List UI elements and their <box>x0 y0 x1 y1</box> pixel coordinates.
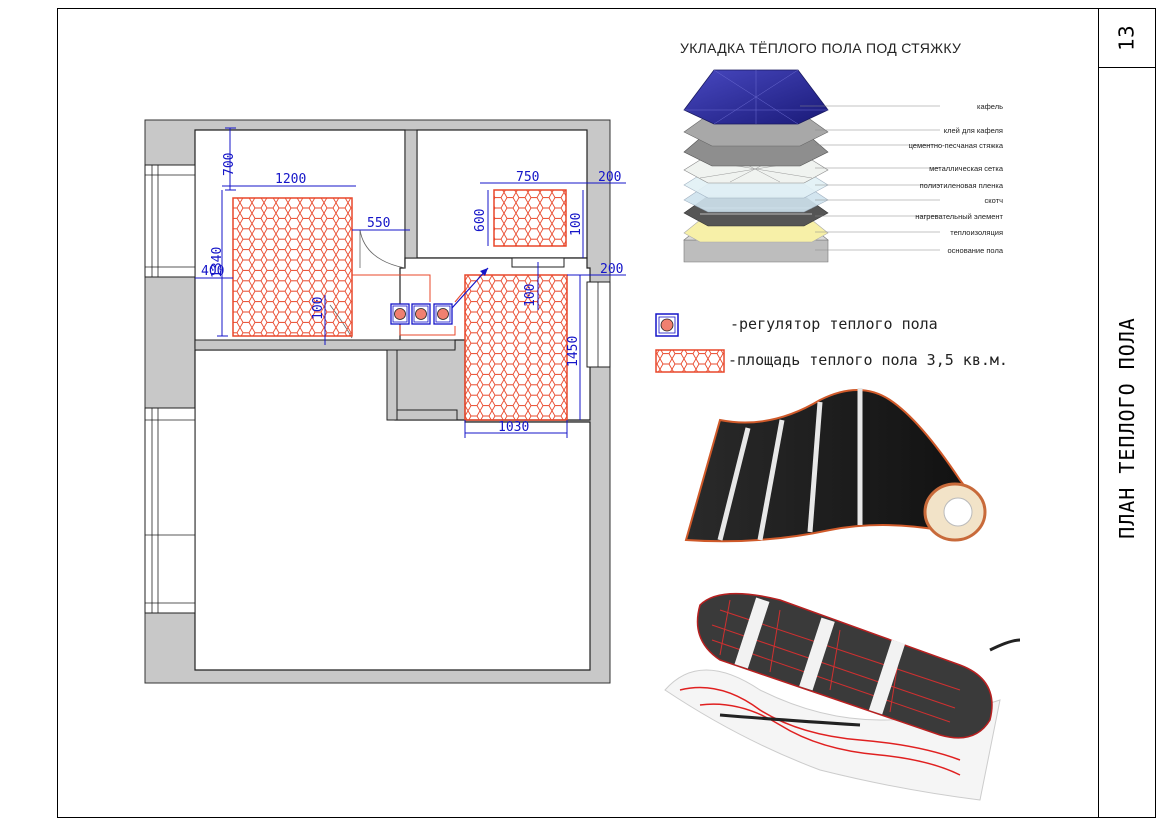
heating-area-toilet <box>493 189 567 247</box>
heating-area-bathroom <box>232 197 353 337</box>
partition-d <box>396 409 458 421</box>
regulator-2 <box>411 303 431 325</box>
regulator-3 <box>433 303 453 325</box>
dim-400: 400 <box>201 264 224 279</box>
layer-label-screed: цементно-песчаная стяжка <box>909 141 1004 150</box>
layer-label-heating: нагревательный элемент <box>915 212 1003 221</box>
partition-c <box>386 349 398 421</box>
window-left-top <box>144 164 196 278</box>
dim-1340: 1340 <box>210 247 225 278</box>
heating-mat-image <box>664 592 1021 801</box>
heating-area-corridor <box>464 274 568 421</box>
dim-550: 550 <box>367 216 390 231</box>
dim-200-top: 200 <box>598 170 621 185</box>
door-swing <box>359 229 406 269</box>
dim-700: 700 <box>222 153 237 176</box>
heating-film-image <box>684 388 987 543</box>
legend-area-label: -площадь теплого пола 3,5 кв.м. <box>728 351 1008 369</box>
layer-label-insulation: теплоизоляция <box>950 228 1003 237</box>
dim-100-toilet: 100 <box>569 213 584 236</box>
layer-label-tape: скотч <box>985 196 1004 205</box>
layer-stack: кафель клей для кафеля цементно-песчаная… <box>683 69 1004 263</box>
dim-600: 600 <box>473 209 488 232</box>
mat-roll <box>696 592 993 739</box>
regulator-1 <box>390 303 410 325</box>
layer-label-film: полиэтиленовая пленка <box>920 181 1004 190</box>
title-block: 13 ПЛАН ТЕПЛОГО ПОЛА <box>1098 8 1156 818</box>
dim-1030: 1030 <box>498 420 529 435</box>
layer-label-adhesive: клей для кафеля <box>944 126 1003 135</box>
partition-a <box>404 129 418 259</box>
layer-base <box>683 239 829 263</box>
window-right <box>586 281 611 368</box>
page-number-cell: 13 <box>1099 8 1155 68</box>
layer-label-base: основание пола <box>947 246 1003 255</box>
dim-200-corridor: 200 <box>600 262 623 277</box>
regulators <box>390 267 489 325</box>
layer-label-mesh: металлическая сетка <box>929 164 1004 173</box>
wiring <box>352 274 466 336</box>
legend-regulator-label: -регулятор теплого пола <box>730 315 938 333</box>
legend-regulator-icon <box>655 313 679 337</box>
dim-750: 750 <box>516 170 539 185</box>
legend <box>655 313 725 373</box>
dim-100-corridor: 100 <box>523 284 538 307</box>
window-left-bottom <box>144 407 196 614</box>
dim-1200: 1200 <box>275 172 306 187</box>
layer-label-tile: кафель <box>977 102 1003 111</box>
heating-areas <box>232 189 568 421</box>
legend-area-icon <box>655 349 725 373</box>
layers-title: УКЛАДКА ТЁПЛОГО ПОЛА ПОД СТЯЖКУ <box>680 40 962 56</box>
dim-100-bathroom: 100 <box>311 297 326 320</box>
dim-1450: 1450 <box>566 336 581 367</box>
sheet-frame <box>57 8 1156 818</box>
dimension-lines <box>195 127 626 438</box>
